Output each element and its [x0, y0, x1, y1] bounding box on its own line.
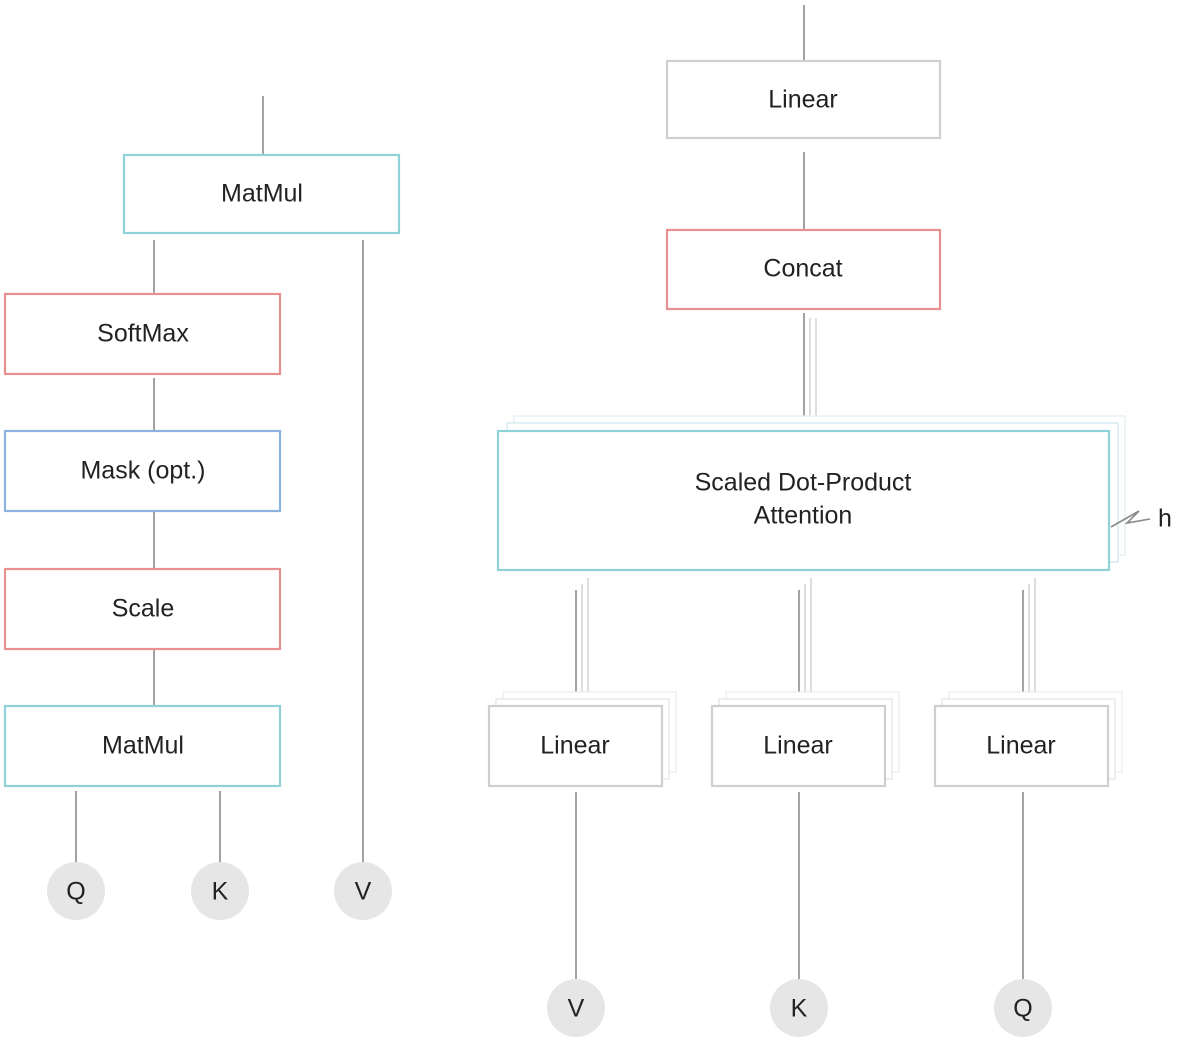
scaled-dot-product-attention-panel: MatMul SoftMax Mask (opt.) Scale MatMul …	[3, 96, 401, 920]
mh-input-k-label: K	[791, 995, 808, 1023]
linear-v-stack: Linear	[487, 691, 677, 788]
mh-input-v-label: V	[568, 995, 585, 1023]
scale-label: Scale	[112, 595, 175, 623]
input-q-label: Q	[66, 878, 85, 906]
matmul-bottom-label: MatMul	[102, 732, 184, 760]
attention-label-line2: Attention	[754, 502, 853, 530]
linear-v-label: Linear	[540, 732, 610, 760]
mh-input-k-node: K	[770, 979, 828, 1037]
matmul-top-box: MatMul	[122, 153, 401, 235]
mask-box: Mask (opt.)	[3, 429, 282, 513]
attention-stack: Scaled Dot-Product Attention h	[496, 415, 1172, 572]
concat-label: Concat	[763, 255, 842, 283]
concat-box: Concat	[665, 228, 942, 311]
mask-label: Mask (opt.)	[80, 457, 205, 485]
input-v-node: V	[334, 862, 392, 920]
heads-bracket	[1110, 510, 1151, 528]
softmax-label: SoftMax	[97, 320, 189, 348]
input-q-node: Q	[47, 862, 105, 920]
input-k-label: K	[212, 878, 229, 906]
linear-k-label: Linear	[763, 732, 833, 760]
mh-input-q-node: Q	[994, 979, 1052, 1037]
softmax-box: SoftMax	[3, 292, 282, 376]
linear-out-label: Linear	[768, 86, 838, 114]
linear-q-label: Linear	[986, 732, 1056, 760]
matmul-bottom-box: MatMul	[3, 704, 282, 788]
mh-input-v-node: V	[547, 979, 605, 1037]
linear-out-box: Linear	[665, 59, 942, 140]
matmul-top-label: MatMul	[221, 180, 303, 208]
linear-k-stack: Linear	[710, 691, 900, 788]
linear-q-stack: Linear	[933, 691, 1123, 788]
attention-label-line1: Scaled Dot-Product	[695, 469, 912, 497]
input-k-node: K	[191, 862, 249, 920]
attention-box: Scaled Dot-Product Attention	[496, 429, 1111, 572]
input-v-label: V	[355, 878, 372, 906]
multi-head-attention-panel: Linear Concat Scaled Dot-Product Attenti…	[487, 5, 1172, 1037]
heads-label: h	[1158, 505, 1172, 533]
mh-input-q-label: Q	[1013, 995, 1032, 1023]
scale-box: Scale	[3, 567, 282, 651]
